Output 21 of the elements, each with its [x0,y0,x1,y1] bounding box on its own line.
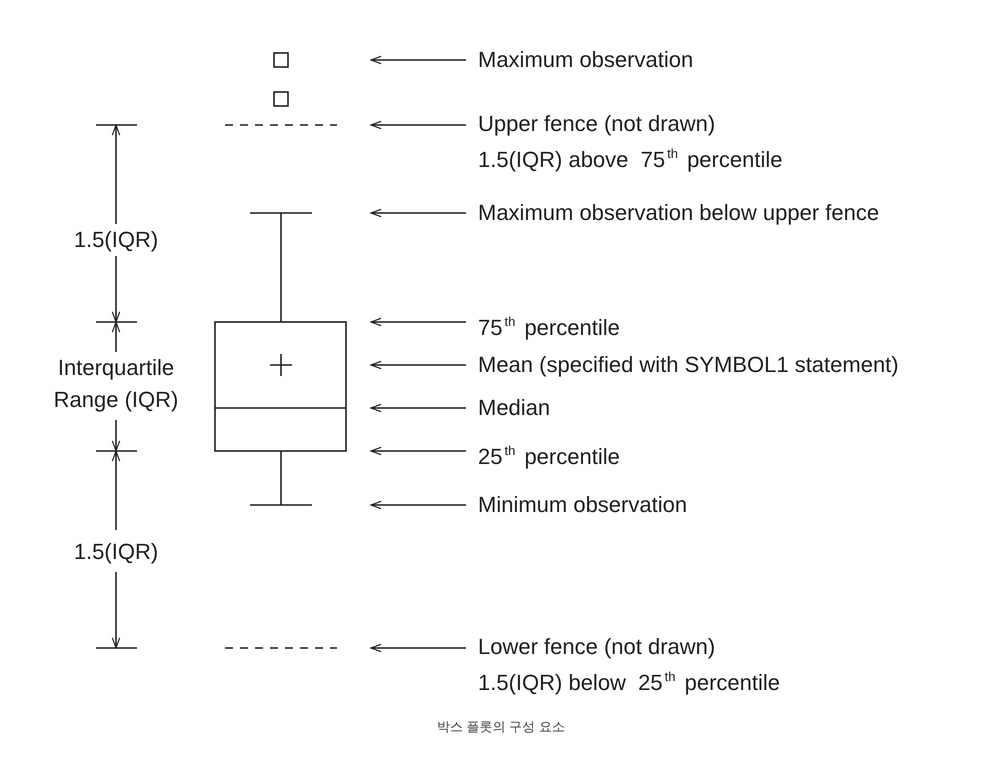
leader-arrow [370,56,466,64]
callout-text: Maximum observation below upper fence [466,197,880,229]
callout-text: Median [466,392,550,424]
callout-text: Minimum observation [466,489,688,521]
callout-text: Upper fence (not drawn) [478,110,716,138]
callout-text: 1.5(IQR) below 25$^{th}$ percentile [478,668,780,697]
callout-text: 1.5(IQR) above 75$^{th}$ percentile [478,145,782,174]
callout-text: Maximum observation [466,44,694,76]
callout-text: Mean (specified with SYMBOL1 statement) [466,349,899,381]
leader-arrow [370,208,466,218]
leader-arrow [370,446,466,456]
caption: 박스 플롯의 구성 요소 [437,718,565,736]
leader-arrow [370,120,466,130]
callout-text: 75$^{th}$ percentile [466,306,620,344]
callout-text: 25$^{th}$ percentile [466,435,620,473]
callout-text: Lower fence (not drawn) [478,633,716,661]
leader-arrow [370,500,466,510]
leader-arrow [370,644,466,652]
leader-arrow [370,318,466,326]
leader-arrow [370,360,466,370]
leader-arrow [370,404,466,412]
